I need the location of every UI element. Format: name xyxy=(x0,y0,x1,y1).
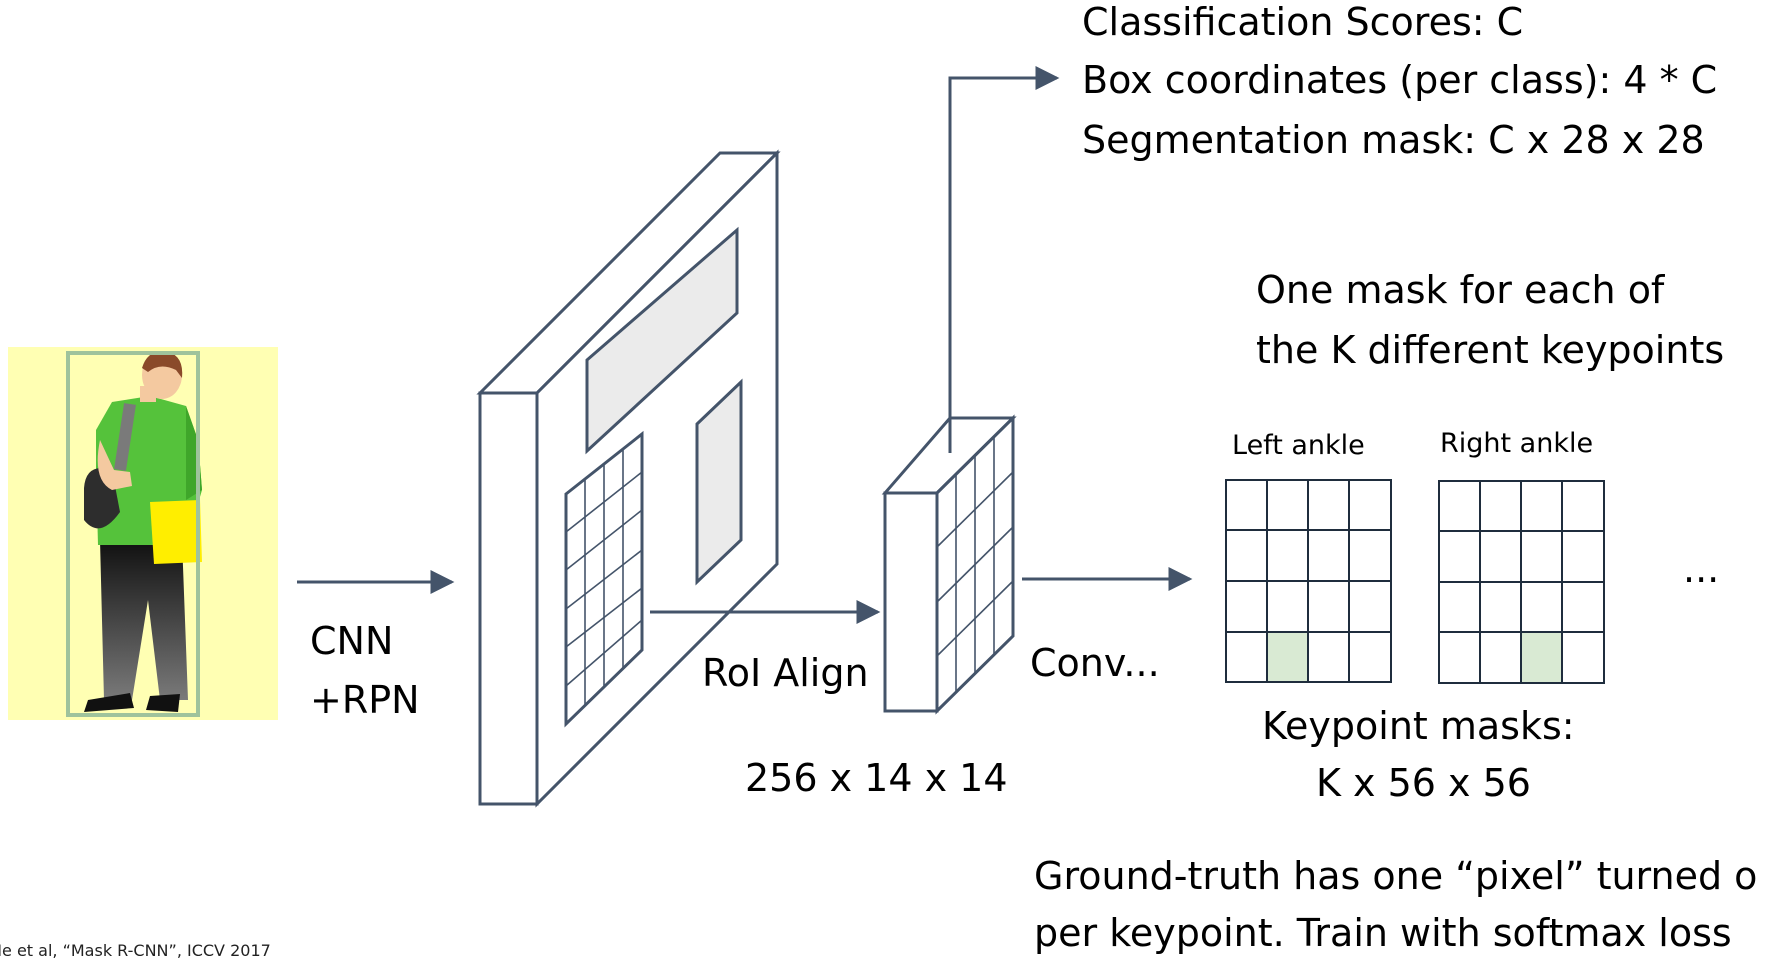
label-feature-dims: 256 x 14 x 14 xyxy=(745,756,1008,800)
label-rpn: +RPN xyxy=(310,678,420,722)
keypoint-note-line2: the K different keypoints xyxy=(1256,328,1725,372)
citation: He et al, “Mask R-CNN”, ICCV 2017 xyxy=(0,941,271,960)
feature-map-block xyxy=(476,149,781,808)
roi-feature-block xyxy=(881,414,1017,715)
keypoint-note-line1: One mask for each of xyxy=(1256,268,1665,312)
right-ankle-mask xyxy=(1438,480,1605,684)
masks-ellipsis: ... xyxy=(1683,547,1720,591)
feature-panel-top xyxy=(585,226,739,455)
label-roi-align: RoI Align xyxy=(702,651,869,695)
feature-panel-right xyxy=(695,378,743,586)
ground-truth-line1: Ground-truth has one “pixel” turned o xyxy=(1034,854,1758,898)
label-cnn: CNN xyxy=(310,619,394,663)
output-segmentation-mask: Segmentation mask: C x 28 x 28 xyxy=(1082,118,1705,162)
left-ankle-mask xyxy=(1225,479,1392,683)
output-classification-scores: Classification Scores: C xyxy=(1082,0,1524,44)
left-ankle-label: Left ankle xyxy=(1232,430,1365,461)
keypoint-masks-title: Keypoint masks: xyxy=(1262,704,1575,748)
arrow-to-outputs xyxy=(948,66,1060,453)
person-image xyxy=(8,347,278,720)
keypoint-masks-dims: K x 56 x 56 xyxy=(1316,761,1531,805)
ground-truth-line2: per keypoint. Train with softmax loss xyxy=(1034,911,1732,955)
person-bounding-box xyxy=(66,351,200,717)
output-box-coordinates: Box coordinates (per class): 4 * C xyxy=(1082,58,1718,102)
label-conv: Conv... xyxy=(1030,641,1160,685)
right-ankle-label: Right ankle xyxy=(1440,428,1594,459)
